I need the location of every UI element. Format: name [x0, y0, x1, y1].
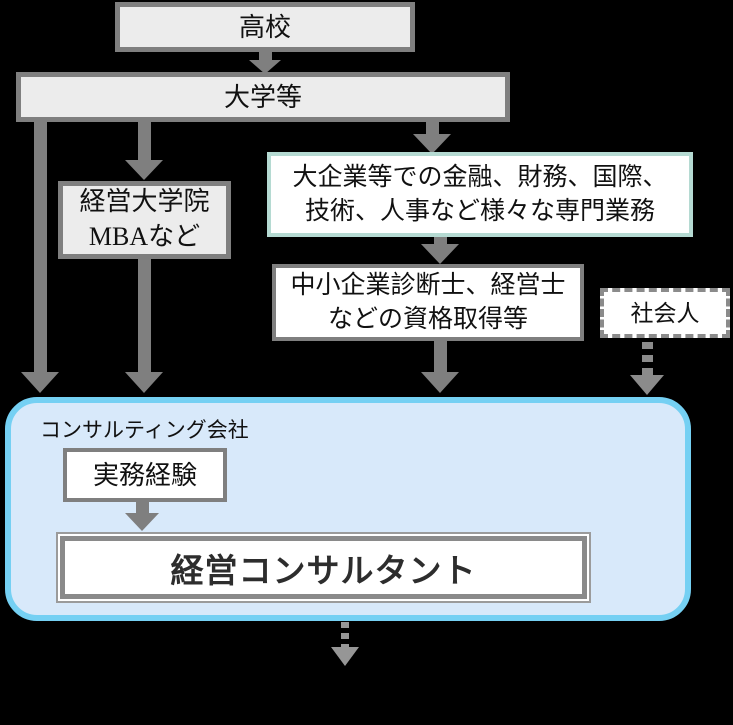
qualification-line2: などの資格取得等 — [327, 304, 528, 333]
arrow-panel-exit-dashed — [331, 622, 359, 666]
experience-label: 実務経験 — [92, 459, 197, 490]
arrow-head — [125, 372, 163, 393]
arrow-head — [331, 647, 359, 666]
arrow-head — [125, 160, 163, 180]
arrow-highschool-to-university — [246, 52, 284, 74]
consulting-company-label: コンサルティング会社 — [40, 419, 249, 442]
dashed-arrow-shaft — [341, 622, 349, 647]
grad-school-line1: 経営大学院 — [79, 187, 210, 217]
arrow-head — [630, 375, 664, 395]
arrow-shakaijin-to-panel-dashed — [630, 342, 664, 395]
experience-box: 実務経験 — [63, 448, 227, 502]
arrow-head — [21, 372, 59, 393]
arrow-shaft — [433, 341, 447, 372]
grad-school-box: 経営大学院 MBAなど — [58, 181, 231, 259]
shakaijin-box: 社会人 — [600, 288, 730, 338]
arrow-university-to-corporate — [413, 122, 451, 154]
highschool-box: 高校 — [115, 2, 415, 52]
consultant-box: 経営コンサルタント — [56, 532, 591, 603]
arrow-shaft — [258, 52, 272, 60]
arrow-head — [125, 513, 159, 531]
shakaijin-label: 社会人 — [630, 299, 700, 326]
university-box: 大学等 — [16, 72, 510, 122]
arrow-university-to-gradschool — [125, 122, 163, 180]
arrow-shaft — [425, 122, 439, 134]
arrow-qualification-to-panel — [421, 341, 459, 393]
dashed-arrow-shaft — [641, 342, 653, 375]
corporate-line2: 技術、人事など様々な専門業務 — [304, 196, 655, 225]
consultant-label: 経営コンサルタント — [60, 536, 587, 599]
arrow-shaft — [137, 258, 151, 372]
arrow-shaft — [33, 122, 47, 372]
corporate-line1: 大企業等での金融、財務、国際、 — [292, 163, 668, 191]
arrow-shaft — [137, 122, 151, 160]
arrow-head — [421, 244, 459, 264]
university-label: 大学等 — [223, 81, 302, 112]
arrow-head — [413, 134, 451, 154]
arrow-university-to-panel-left — [21, 122, 59, 393]
qualification-line1: 中小企業診断士、経営士 — [290, 271, 566, 299]
arrow-gradschool-to-panel — [125, 258, 163, 393]
arrow-shaft — [433, 237, 447, 244]
arrow-head — [421, 372, 459, 393]
arrow-head — [249, 60, 281, 74]
consulting-company-panel: コンサルティング会社 実務経験 経営コンサルタント — [5, 397, 691, 621]
arrow-corporate-to-qualification — [421, 237, 459, 264]
arrow-shaft — [135, 502, 149, 513]
qualification-box: 中小企業診断士、経営士 などの資格取得等 — [272, 264, 584, 341]
corporate-box: 大企業等での金融、財務、国際、 技術、人事など様々な専門業務 — [267, 152, 693, 237]
arrow-experience-to-consultant — [125, 502, 159, 531]
highschool-label: 高校 — [238, 11, 291, 42]
grad-school-line2: MBAなど — [88, 222, 201, 251]
